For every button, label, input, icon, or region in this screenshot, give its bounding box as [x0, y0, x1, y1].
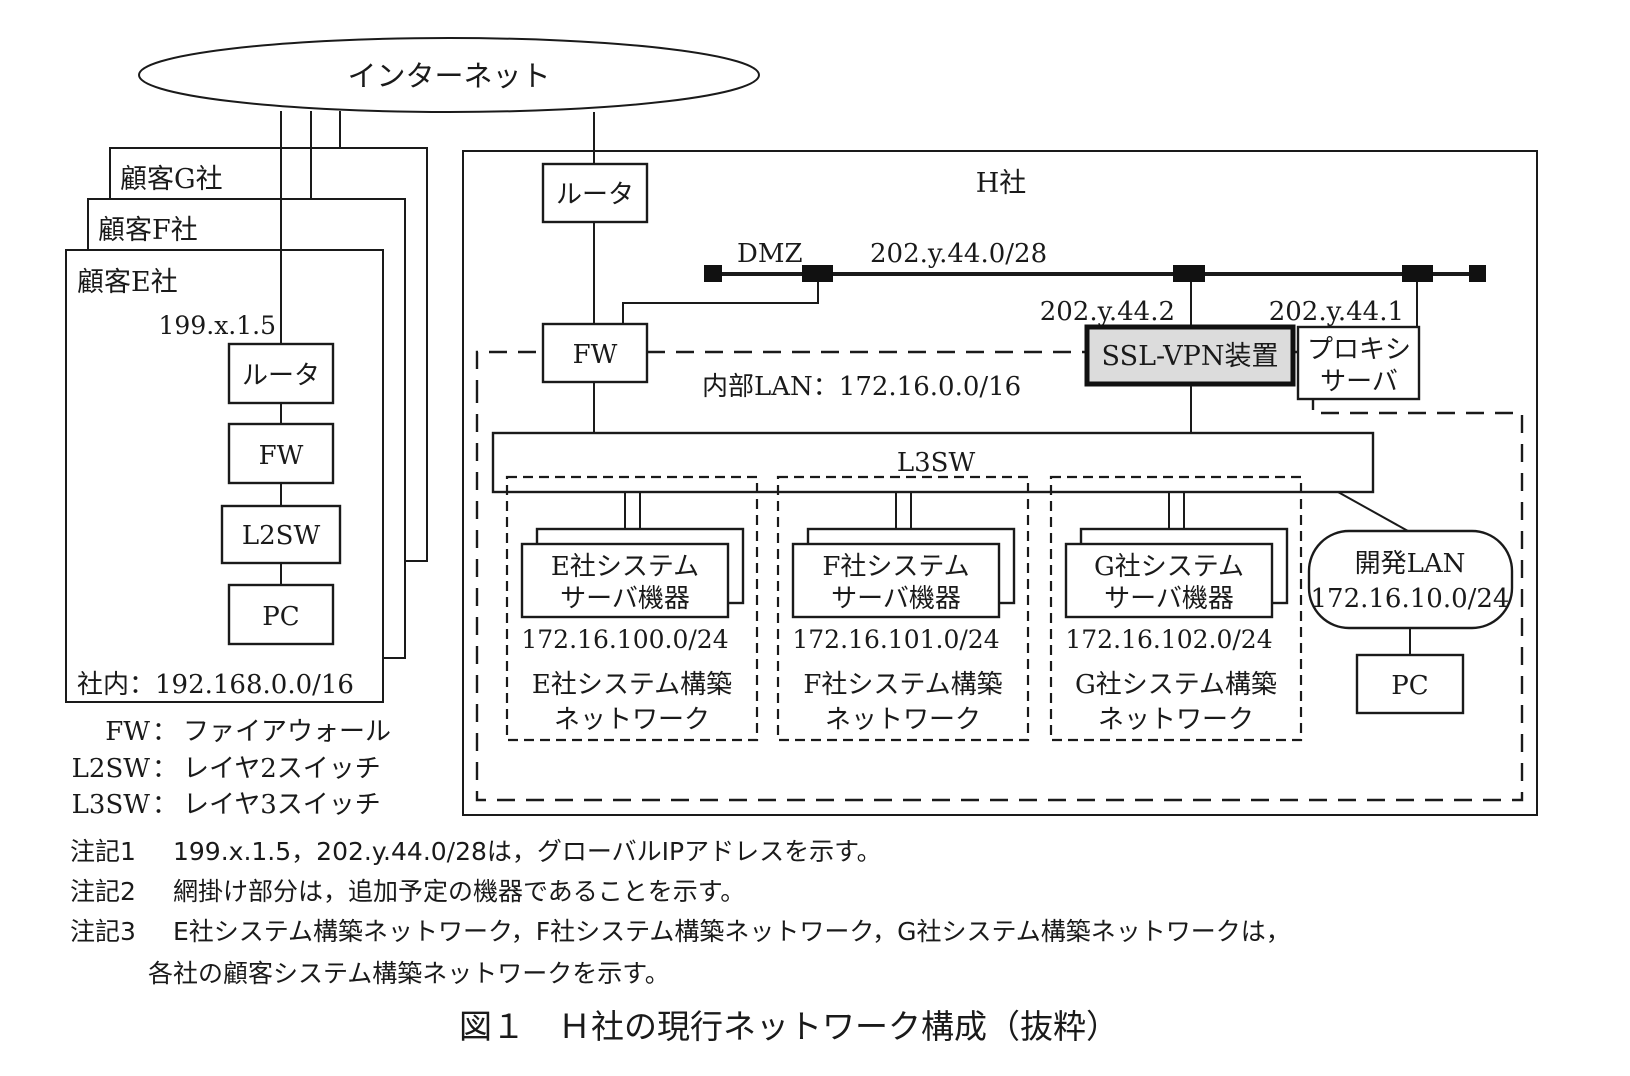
customer-e-fw-label: FW [259, 441, 304, 471]
server-subnet: 172.16.102.0/24 [1065, 625, 1272, 654]
customer-e-pc [227, 583, 335, 646]
server-label-line2: サーバ機器 [1104, 584, 1234, 614]
internet-ellipse [138, 37, 760, 113]
dmz-port-fw [802, 265, 833, 282]
internal-lan-label: 内部LAN：172.16.0.0/16 [702, 372, 1021, 402]
legend-l3sw-desc: レイヤ3スイッチ [183, 790, 381, 820]
legend-l3sw-abbr: L3SW [72, 790, 151, 820]
dev-lan-name: 開発LAN [1355, 549, 1466, 579]
note-2-label: 注記2 [70, 877, 136, 906]
note-1-text: 199.x.1.5，202.y.44.0/28は，グローバルIPアドレスを示す。 [173, 837, 882, 866]
dmz-label: DMZ [737, 239, 803, 269]
h-fw-label: FW [573, 340, 618, 370]
l3sw-label: L3SW [897, 448, 976, 478]
proxy-label-line1: プロキシ [1307, 335, 1411, 365]
internet-label: インターネット [347, 59, 550, 93]
server-subnet: 172.16.100.0/24 [521, 625, 728, 654]
legend-l2sw-abbr: L2SW [72, 754, 151, 784]
customer-e-global-ip: 199.x.1.5 [159, 311, 276, 340]
note-3-continuation: 各社の顧客システム構築ネットワークを示す。 [148, 959, 670, 988]
h-router-label: ルータ [556, 180, 634, 210]
network-label-line2: ネットワーク [825, 705, 981, 735]
server-label-line2: サーバ機器 [560, 584, 690, 614]
server-box-front [1064, 542, 1274, 619]
legend: FW ： ファイアウォール L2SW ： レイヤ2スイッチ L3SW ： レイヤ… [72, 717, 391, 820]
network-label-line2: ネットワーク [1098, 705, 1254, 735]
customer-e-internal-network: 社内：192.168.0.0/16 [77, 670, 354, 700]
proxy-label-line2: サーバ [1320, 367, 1398, 397]
server-label-line1: E社システム [551, 552, 699, 582]
legend-fw-abbr: FW [105, 717, 150, 747]
proxy-server [1296, 325, 1421, 401]
dmz-port-proxy [1402, 265, 1433, 282]
notes: 注記1 199.x.1.5，202.y.44.0/28は，グローバルIPアドレス… [70, 837, 1291, 988]
network-label-line1: F社システム構築 [803, 670, 1002, 700]
dmz-port-ssl-vpn [1173, 265, 1205, 282]
legend-fw-sep: ： [152, 717, 178, 747]
customer-e-l2sw [220, 504, 342, 565]
dmz-subnet: 202.y.44.0/28 [870, 239, 1047, 269]
server-box-front [520, 542, 730, 619]
legend-fw-desc: ファイアウォール [183, 717, 391, 747]
l3sw [491, 431, 1375, 494]
note-3-label: 注記3 [70, 917, 136, 946]
customer-f-label: 顧客F社 [98, 215, 198, 246]
note-1-label: 注記1 [70, 837, 136, 866]
dmz-terminator-right [1469, 265, 1486, 282]
customer-e-fw [227, 422, 335, 485]
h-fw [541, 322, 649, 384]
note-3-text: E社システム構築ネットワーク，F社システム構築ネットワーク，G社システム構築ネッ… [173, 917, 1291, 946]
h-router [541, 162, 649, 224]
figure-caption: 図１ Ｈ社の現行ネットワーク構成（抜粋） [459, 1007, 1119, 1046]
dmz-segment: DMZ 202.y.44.0/28 202.y.44.2 202.y.44.1 [704, 239, 1486, 327]
legend-l2sw-desc: レイヤ2スイッチ [183, 754, 381, 784]
dev-pc-label: PC [1391, 671, 1428, 701]
customer-e-l2sw-label: L2SW [242, 521, 321, 551]
internet-cloud: インターネット [138, 37, 760, 113]
ssl-vpn-label: SSL-VPN装置 [1102, 341, 1279, 372]
server-box-front [791, 542, 1001, 619]
customer-e-router-label: ルータ [242, 361, 320, 391]
network-label-line1: E社システム構築 [532, 670, 732, 700]
network-label-line1: G社システム構築 [1075, 670, 1277, 700]
server-label-line1: G社システム [1094, 552, 1244, 582]
customer-g-label: 顧客G社 [120, 164, 223, 195]
note-2-text: 網掛け部分は，追加予定の機器であることを示す。 [173, 877, 745, 906]
server-label-line1: F社システム [822, 552, 969, 582]
system-networks: E社システムサーバ機器172.16.100.0/24E社システム構築ネットワーク… [505, 475, 1303, 742]
link-h-fw-dmz [622, 282, 819, 324]
dmz-terminator-left [704, 265, 722, 282]
legend-l2sw-sep: ： [152, 754, 178, 784]
proxy-ip: 202.y.44.1 [1269, 297, 1404, 327]
legend-l3sw-sep: ： [152, 790, 178, 820]
customer-e-label: 顧客E社 [77, 267, 178, 298]
server-label-line2: サーバ機器 [831, 584, 961, 614]
ssl-vpn-device [1084, 324, 1296, 387]
server-subnet: 172.16.101.0/24 [792, 625, 999, 654]
dev-lan-subnet: 172.16.10.0/24 [1311, 584, 1510, 614]
network-label-line2: ネットワーク [554, 705, 710, 735]
h-company-label: H社 [976, 168, 1027, 199]
link-l3sw-dev-lan [1337, 491, 1409, 532]
dev-pc [1355, 653, 1465, 715]
ssl-vpn-ip: 202.y.44.2 [1040, 297, 1175, 327]
customer-e-pc-label: PC [262, 602, 299, 632]
